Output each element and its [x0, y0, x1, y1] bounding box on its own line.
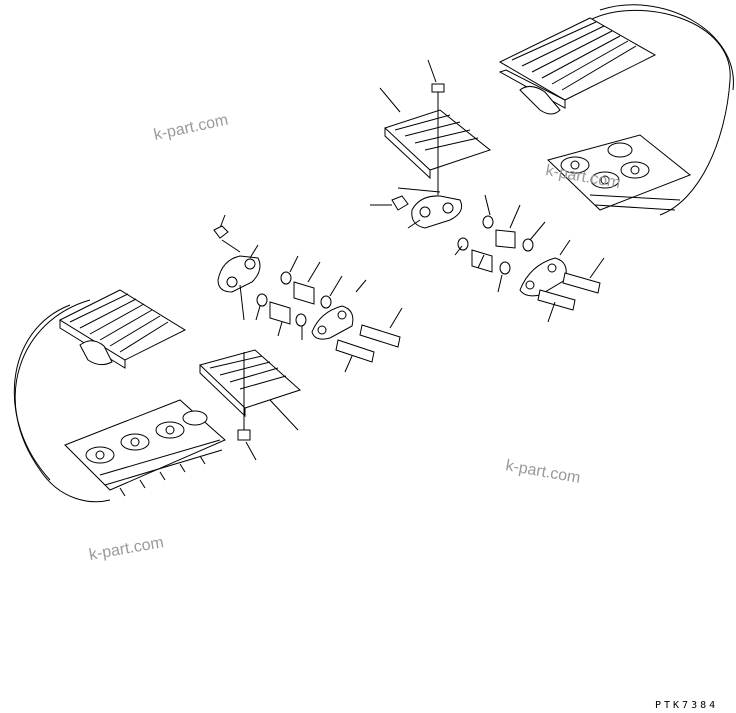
upper-track-chain-assembly	[498, 4, 734, 216]
track-shoe-lower	[199, 349, 301, 431]
lower-track-chain-assembly	[13, 289, 226, 503]
lower-chain-links	[64, 399, 226, 497]
lower-master-link-set	[213, 214, 403, 373]
nut-lower	[213, 225, 229, 239]
watermark-3: k-part.com	[504, 457, 581, 487]
upper-track-shoes	[498, 17, 657, 109]
nut-upper	[391, 195, 409, 211]
upper-master-link-set	[370, 187, 605, 323]
shoe-bolt-upper	[431, 83, 445, 195]
shoe-bolt-lower	[237, 352, 257, 461]
upper-chain-links	[519, 86, 691, 211]
drawing-code: PTK7384	[655, 700, 718, 711]
watermark-4: k-part.com	[88, 534, 165, 564]
watermark-1: k-part.com	[152, 112, 229, 144]
lower-track-shoes	[58, 289, 187, 369]
